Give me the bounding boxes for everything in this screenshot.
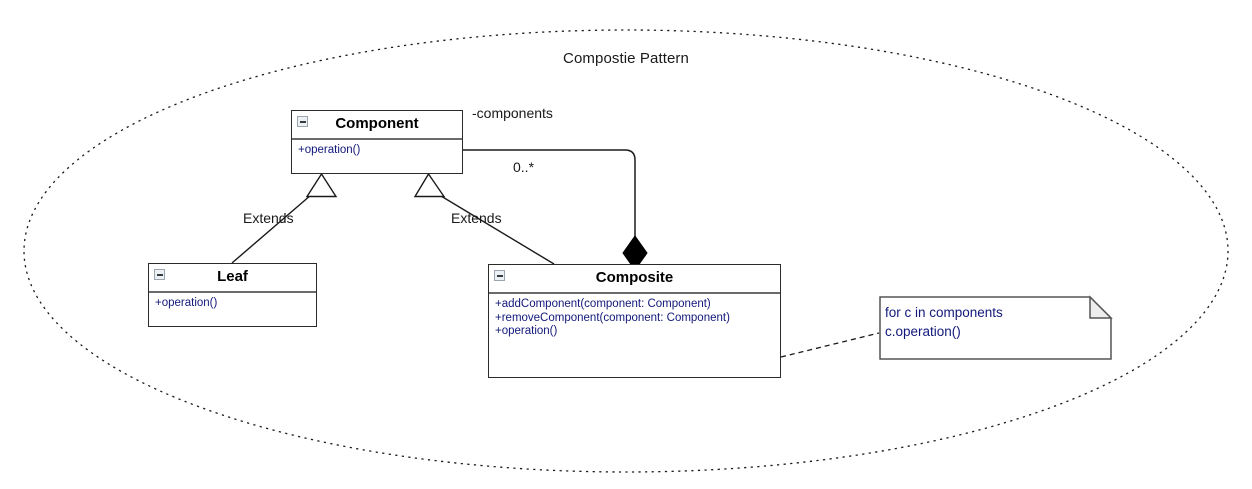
class-member: +addComponent(component: Component) xyxy=(495,298,711,310)
note-line: for c in components xyxy=(885,305,1003,320)
inheritance-line-leaf xyxy=(231,194,312,264)
class-name-leaf: Leaf xyxy=(217,268,248,285)
minus-box-icon[interactable] xyxy=(297,116,308,127)
minus-box-icon[interactable] xyxy=(494,270,505,281)
class-members-composite: +addComponent(component: Component) +rem… xyxy=(489,294,780,343)
class-header-composite: Composite xyxy=(489,265,780,294)
note-text: for c in components c.operation() xyxy=(885,303,1003,341)
edge-label-role-name: -components xyxy=(472,105,553,121)
uml-class-leaf[interactable]: Leaf +operation() xyxy=(148,263,317,327)
uml-note[interactable]: for c in components c.operation() xyxy=(879,296,1111,360)
inheritance-line-composite xyxy=(440,195,555,265)
uml-class-component[interactable]: Component +operation() xyxy=(291,110,463,174)
edge-label-extends-leaf: Extends xyxy=(243,210,294,226)
class-name-composite: Composite xyxy=(595,269,674,286)
class-header-component: Component xyxy=(292,111,462,140)
class-header-leaf: Leaf xyxy=(149,264,316,293)
class-member: +operation() xyxy=(155,297,218,309)
class-member: +operation() xyxy=(298,144,361,156)
diagram-title: Compostie Pattern xyxy=(563,50,689,67)
note-fold-triangle xyxy=(1089,295,1113,319)
composition-connector xyxy=(463,149,636,240)
inheritance-arrowhead-composite xyxy=(413,172,446,198)
class-members-leaf: +operation() xyxy=(149,293,316,315)
note-anchor-line xyxy=(780,332,880,358)
edge-label-multiplicity: 0..* xyxy=(513,159,535,175)
pattern-boundary-ellipse xyxy=(23,29,1229,473)
uml-class-composite[interactable]: Composite +addComponent(component: Compo… xyxy=(488,264,781,378)
class-member: +removeComponent(component: Component) xyxy=(495,311,730,324)
inheritance-arrowhead-leaf xyxy=(305,172,338,198)
note-outline xyxy=(879,296,1112,360)
note-line: c.operation() xyxy=(885,324,961,339)
class-name-component: Component xyxy=(335,115,419,132)
class-members-component: +operation() xyxy=(292,140,462,162)
edge-label-extends-composite: Extends xyxy=(451,210,502,226)
minus-box-icon[interactable] xyxy=(154,269,165,280)
class-member: +operation() xyxy=(495,325,558,338)
